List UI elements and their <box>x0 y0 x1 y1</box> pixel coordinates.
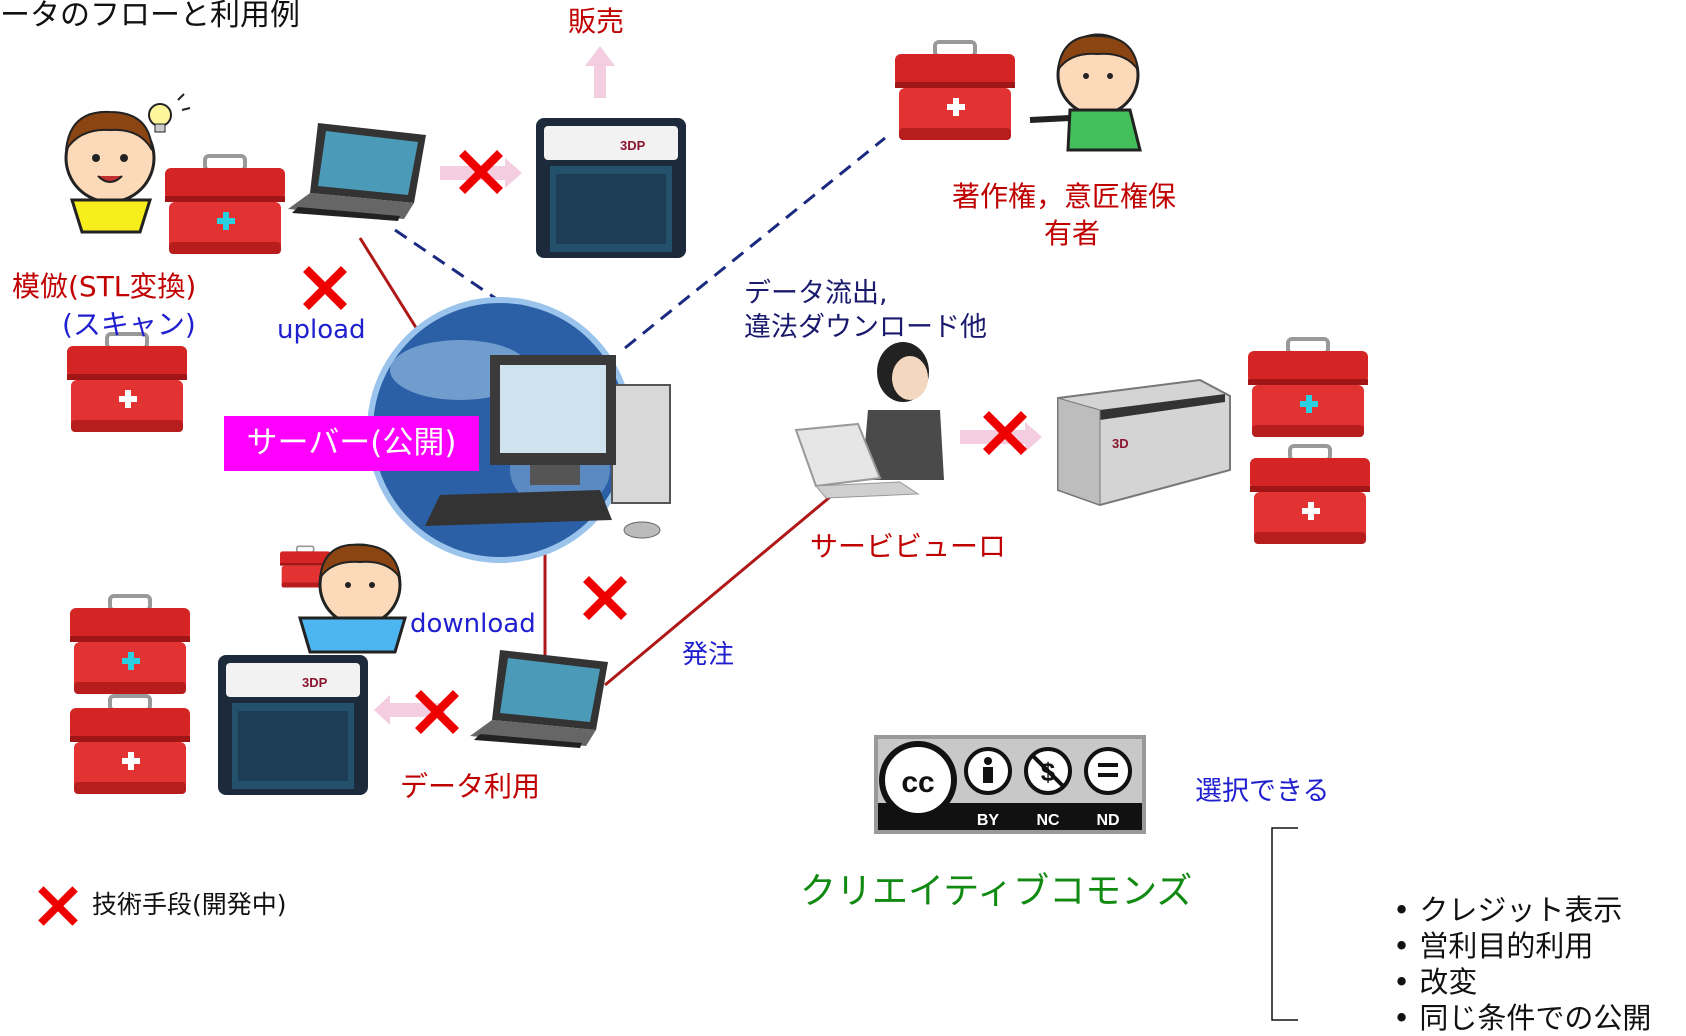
cc-by: BY <box>977 812 1000 829</box>
cc-nd: ND <box>1096 812 1119 829</box>
page-title: ータのフローと利用例 <box>0 0 300 33</box>
toolbox-icon <box>163 154 287 256</box>
desktop-pc-icon <box>425 355 671 539</box>
tech-means-legend-label: 技術手段(開発中) <box>92 890 287 919</box>
boy-icon <box>64 110 156 234</box>
printer-3d-icon: 3DP <box>218 655 368 795</box>
service-bureau-label: サービビューロ <box>810 530 1007 563</box>
cc-option-item: 営利目的利用 <box>1393 928 1651 964</box>
woman-icon <box>794 342 944 499</box>
sale-arrow <box>585 46 615 98</box>
laptop-icon <box>470 650 608 748</box>
cross-icon <box>38 886 78 926</box>
order-label: 発注 <box>682 640 735 670</box>
printer-brand-text: 3DP <box>302 675 328 690</box>
leak-label-line2: 違法ダウンロード他 <box>744 312 987 343</box>
laptop-icon <box>288 123 426 221</box>
printer-brand-text: 3DP <box>620 138 646 153</box>
toolbox-icon <box>68 594 192 696</box>
toolbox-icon <box>68 694 192 796</box>
toolbox-icon <box>65 332 189 434</box>
server-label: サーバー(公開) <box>224 416 479 471</box>
rights-holder-label-line1: 著作権，意匠権保 <box>952 180 1177 213</box>
leak-dashed-line-right <box>624 136 886 350</box>
cc-option-item: 同じ条件での公開 <box>1393 1000 1651 1036</box>
cc-symbol: cc <box>901 766 934 799</box>
download-label: download <box>410 609 536 639</box>
cross-icon <box>583 576 627 620</box>
boy-icon <box>1029 33 1142 152</box>
leak-label-line1: データ流出, <box>744 278 888 309</box>
data-use-label: データ利用 <box>400 770 541 803</box>
printer-arrow-bottom <box>374 695 445 725</box>
industrial-3d-printer-icon: 3D <box>1057 378 1231 507</box>
printer-3d-icon: 3DP <box>536 118 686 258</box>
toolbox-icon <box>1248 444 1372 546</box>
scan-label: (スキャン) <box>62 308 196 341</box>
cc-option-item: 改変 <box>1393 964 1651 1000</box>
sale-label: 販売 <box>568 5 625 38</box>
order-line <box>604 495 831 687</box>
cc-option-item: クレジット表示 <box>1393 892 1651 928</box>
cc-badge-icon: cc $ BY NC ND <box>874 735 1146 834</box>
options-bracket <box>1271 827 1298 1021</box>
upload-label: upload <box>277 315 366 345</box>
cc-options-list: クレジット表示 営利目的利用 改変 同じ条件での公開 <box>1393 892 1651 1036</box>
cross-icon <box>303 266 347 310</box>
machine-badge-text: 3D <box>1112 436 1129 451</box>
toolbox-icon <box>893 40 1017 142</box>
cc-nc: NC <box>1036 812 1060 829</box>
selectable-label: 選択できる <box>1195 776 1330 807</box>
lightbulb-icon <box>148 93 191 133</box>
creative-commons-heading: クリエイティブコモンズ <box>800 871 1193 912</box>
imitation-label: 模倣(STL変換) <box>12 270 197 303</box>
toolbox-icon <box>1246 337 1370 439</box>
rights-holder-label-line2: 有者 <box>1044 217 1101 250</box>
boy-icon <box>297 543 408 654</box>
